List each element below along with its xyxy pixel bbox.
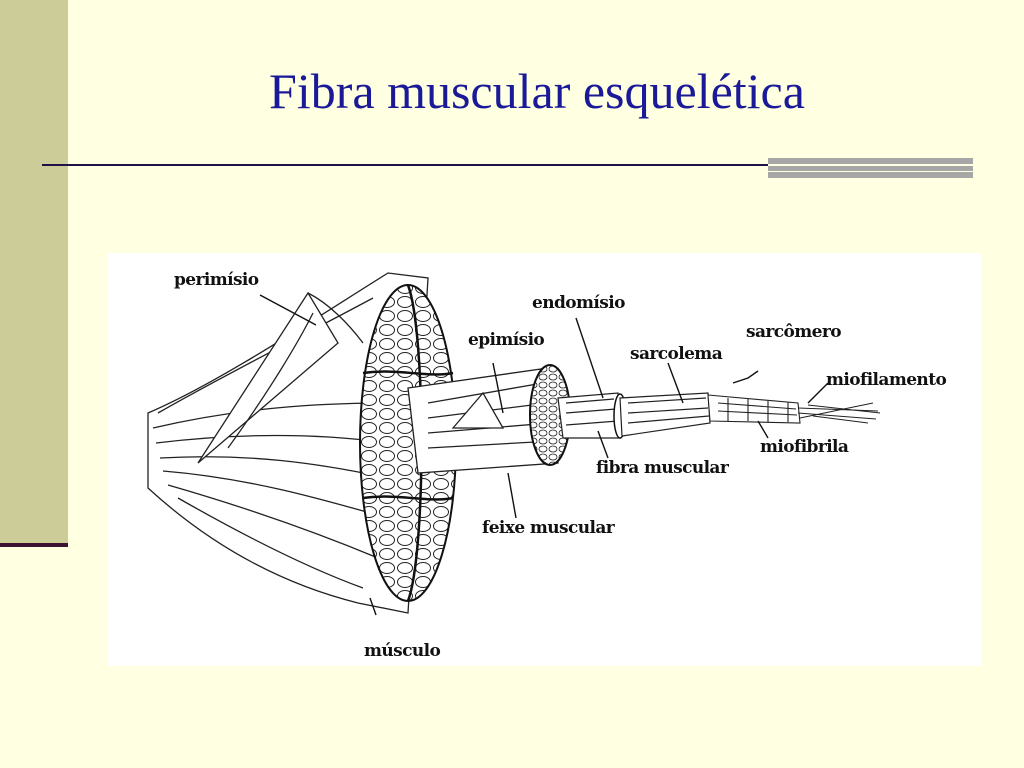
label-perimisio: perimísio [174,270,259,290]
label-fibra-muscular: fibra muscular [596,458,730,478]
label-miofibrila: miofibrila [760,437,849,457]
title-divider-accent [768,158,973,178]
side-decor-line [0,543,68,547]
muscle-body [147,272,429,614]
myofilaments [797,402,881,424]
slide-title: Fibra muscular esquelética [269,63,805,119]
label-feixe-muscular: feixe muscular [482,518,616,538]
fascicle [407,364,571,474]
label-endomisio: endomísio [532,293,625,313]
muscle-diagram-illustration: perimísio endomísio epimísio sarcômero s… [147,270,947,661]
muscle-diagram: perimísio endomísio epimísio sarcômero s… [108,253,982,666]
label-musculo: músculo [364,641,440,661]
title-divider [42,164,782,166]
label-epimisio: epimísio [468,330,544,350]
label-sarcolema: sarcolema [630,344,723,364]
label-miofilamento: miofilamento [826,370,946,390]
label-sarcomero: sarcômero [746,322,841,342]
label-pointers [259,294,829,616]
side-decor-bar [0,0,68,545]
muscle-cross-section [359,284,457,602]
muscle-fiber [557,392,711,439]
myofibril [707,394,801,424]
